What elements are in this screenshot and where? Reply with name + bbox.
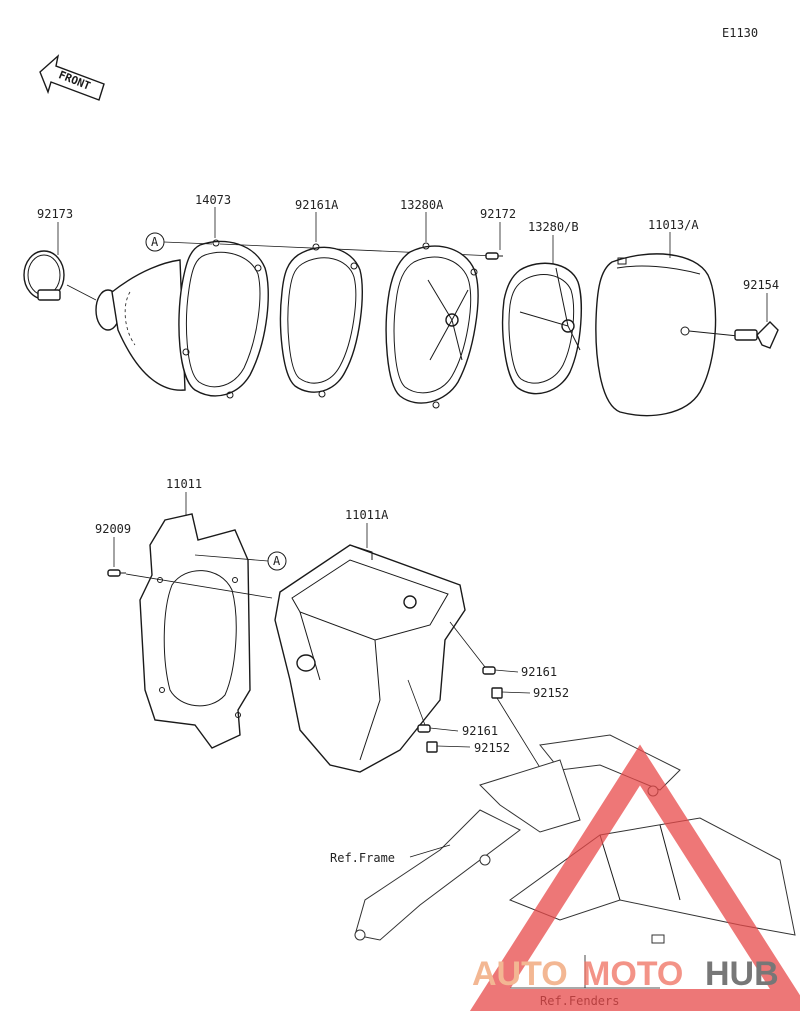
leader-collar-b: [407, 679, 426, 726]
label-13280B: 13280/B: [528, 220, 579, 234]
label-92161-b: 92161: [462, 724, 498, 738]
part-13280B-frame[interactable]: [501, 262, 582, 395]
part-11011A-airbox[interactable]: [274, 544, 466, 773]
label-11011: 11011: [166, 477, 202, 491]
part-92152-collar-b[interactable]: [426, 741, 471, 753]
label-13280A: 13280A: [400, 198, 444, 212]
diagram-code: E1130: [722, 26, 758, 40]
front-arrow-icon: FRONT: [39, 54, 105, 101]
label-11013A: 11013/A: [648, 218, 699, 232]
part-13280A-cage[interactable]: [385, 242, 479, 409]
label-92009: 92009: [95, 522, 131, 536]
label-92173: 92173: [37, 207, 73, 221]
label-92161-a: 92161: [521, 665, 557, 679]
label-14073: 14073: [195, 193, 231, 207]
part-92172-screw[interactable]: [485, 252, 503, 260]
watermark-logo: AUTO MOTO HUB: [469, 744, 800, 1011]
label-92152-b: 92152: [474, 741, 510, 755]
leader-ref-frame: [409, 844, 451, 858]
svg-text:HUB: HUB: [705, 955, 779, 993]
svg-text:A: A: [273, 554, 281, 568]
label-92172: 92172: [480, 207, 516, 221]
part-intake-boot: [95, 259, 186, 391]
part-92152-collar-a[interactable]: [491, 687, 531, 699]
callout-a-upper: A: [145, 232, 213, 252]
part-14073-holder[interactable]: [178, 239, 269, 399]
part-92161A-gasket[interactable]: [279, 243, 363, 398]
svg-text:MOTO: MOTO: [582, 955, 683, 993]
label-92161A: 92161A: [295, 198, 339, 212]
part-92009-screw[interactable]: [107, 569, 126, 577]
part-11013A-element[interactable]: [595, 253, 717, 417]
callout-a-lower: A: [194, 551, 287, 571]
label-92152-a: 92152: [533, 686, 569, 700]
svg-text:AUTO: AUTO: [472, 955, 568, 993]
label-ref-frame: Ref.Frame: [330, 851, 395, 865]
part-92173-clamp[interactable]: [23, 250, 97, 301]
label-92154: 92154: [743, 278, 779, 292]
svg-text:A: A: [151, 235, 159, 249]
label-11011A: 11011A: [345, 508, 389, 522]
part-92161-grommet-b[interactable]: [417, 724, 459, 733]
part-92154-bolt[interactable]: [688, 321, 779, 349]
leader-collar-a: [449, 621, 486, 668]
part-11011-cover[interactable]: [139, 513, 251, 749]
alignment-line-lower: [125, 573, 273, 599]
part-92161-grommet-a[interactable]: [482, 666, 519, 675]
